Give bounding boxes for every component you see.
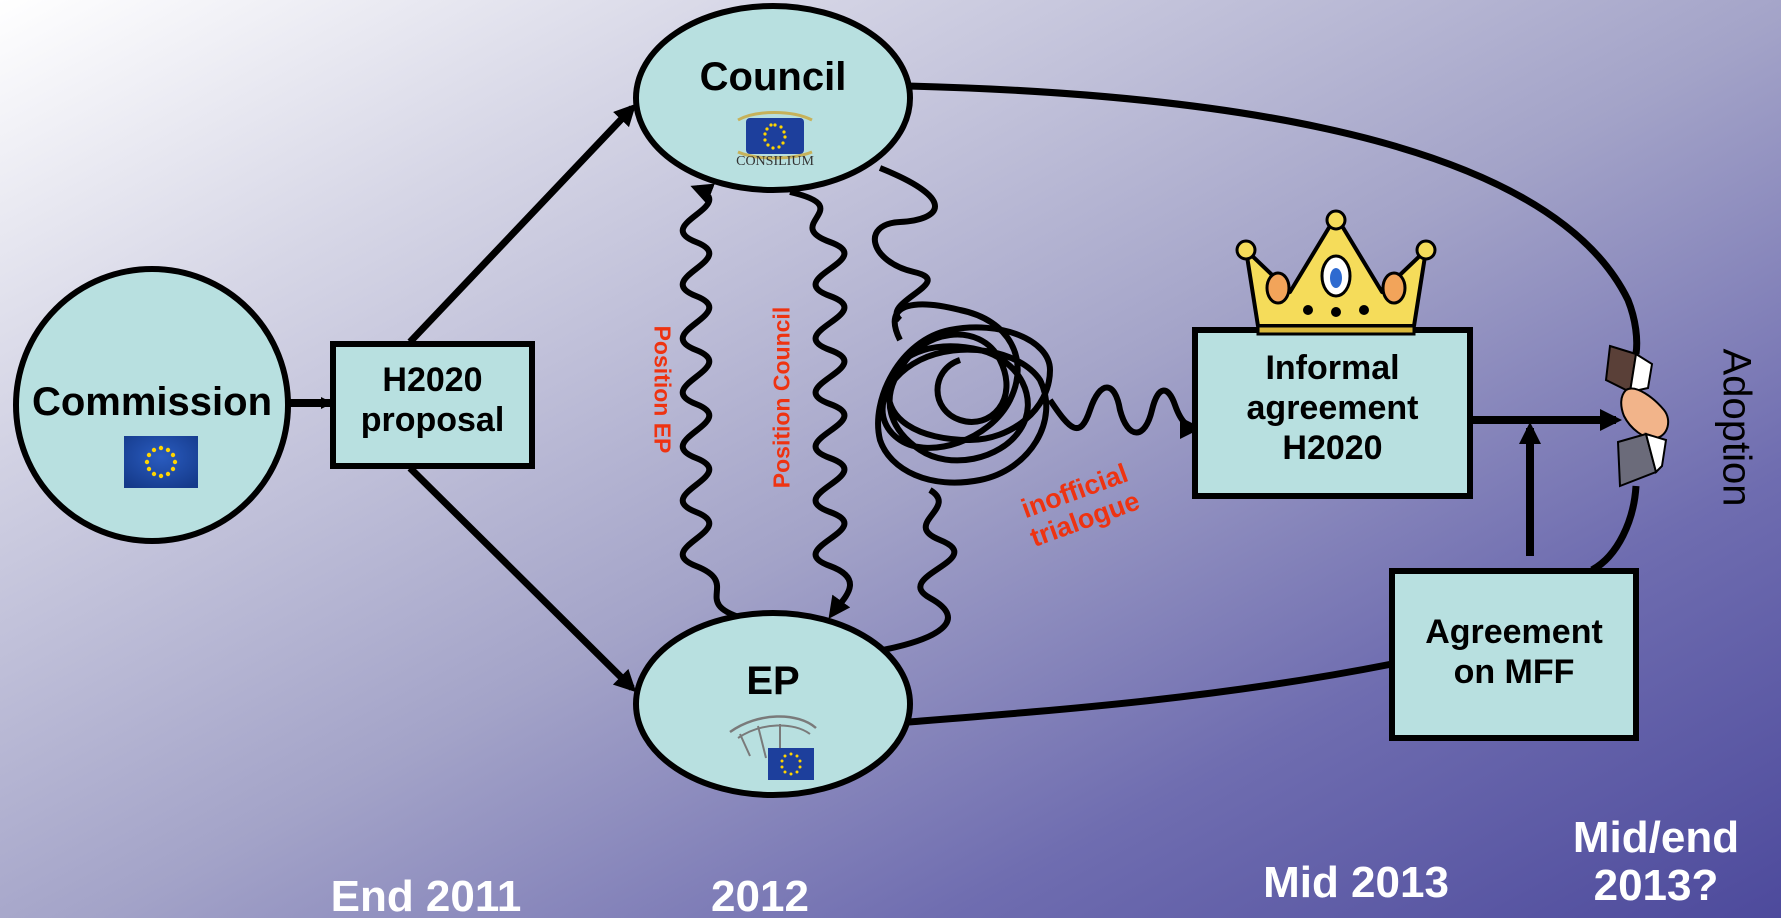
mff-agreement-line-1: Agreement (1425, 613, 1603, 651)
eu-flag-icon (124, 436, 198, 488)
crown-icon (1235, 209, 1437, 336)
timeline-mid-end-line-1: Mid/end (1572, 813, 1740, 862)
position-ep-wave (679, 183, 743, 621)
position-ep-label: Position EP (649, 325, 676, 454)
mff-agreement-label: Agreement on MFF (1392, 612, 1636, 692)
h2020-proposal-line-2: proposal (360, 401, 505, 440)
timeline-mid-end-line-2: 2013? (1593, 860, 1719, 910)
council-logo-icon (737, 111, 813, 160)
ep-to-mff-connector (907, 660, 1393, 726)
ep-node (633, 610, 913, 798)
h2020-proposal-line-1: H2020 (382, 361, 483, 399)
ep-hemicycle-icon (729, 715, 817, 780)
proposal-to-council-arrow (407, 103, 637, 345)
informal-agreement-node (1192, 327, 1473, 499)
h2020-proposal-label: H2020 proposal (333, 360, 532, 440)
position-council-wave (789, 189, 853, 619)
council-label: Council (699, 55, 847, 99)
mff-agreement-node (1389, 568, 1639, 741)
proposal-to-ep-arrow (407, 465, 637, 693)
adoption-label: Adoption (1714, 348, 1759, 507)
informal-agreement-label: Informal agreement H2020 (1195, 348, 1470, 468)
h2020-proposal-node (330, 341, 535, 469)
informal-agreement-line-3: H2020 (1282, 429, 1383, 468)
trialogue-wave-lower (871, 487, 958, 655)
timeline-mid-2013: Mid 2013 (1263, 858, 1449, 907)
council-to-adoption-connector (907, 82, 1641, 355)
council-logo-caption: CONSILIUM (736, 154, 814, 169)
handshake-icon (1604, 344, 1670, 488)
trialogue-tangle (875, 301, 1054, 486)
trialogue-to-agreement-wave (1047, 384, 1202, 439)
trialogue-wave-upper (871, 165, 938, 323)
position-council-label: Position Council (768, 306, 795, 489)
ep-label: EP (746, 659, 800, 703)
informal-agreement-line-1: Informal (1265, 349, 1400, 387)
commission-label: Commission (31, 380, 273, 424)
informal-agreement-line-2: agreement (1246, 389, 1419, 428)
commission-node (13, 266, 291, 544)
council-node (633, 3, 913, 193)
mff-agreement-line-2: on MFF (1453, 653, 1575, 692)
mff-to-adoption-connector (1590, 485, 1640, 574)
timeline-end-2011: End 2011 (330, 872, 522, 918)
timeline-mid-end-2013: Mid/end 2013? (1556, 814, 1756, 909)
timeline-2012: 2012 (711, 872, 809, 918)
